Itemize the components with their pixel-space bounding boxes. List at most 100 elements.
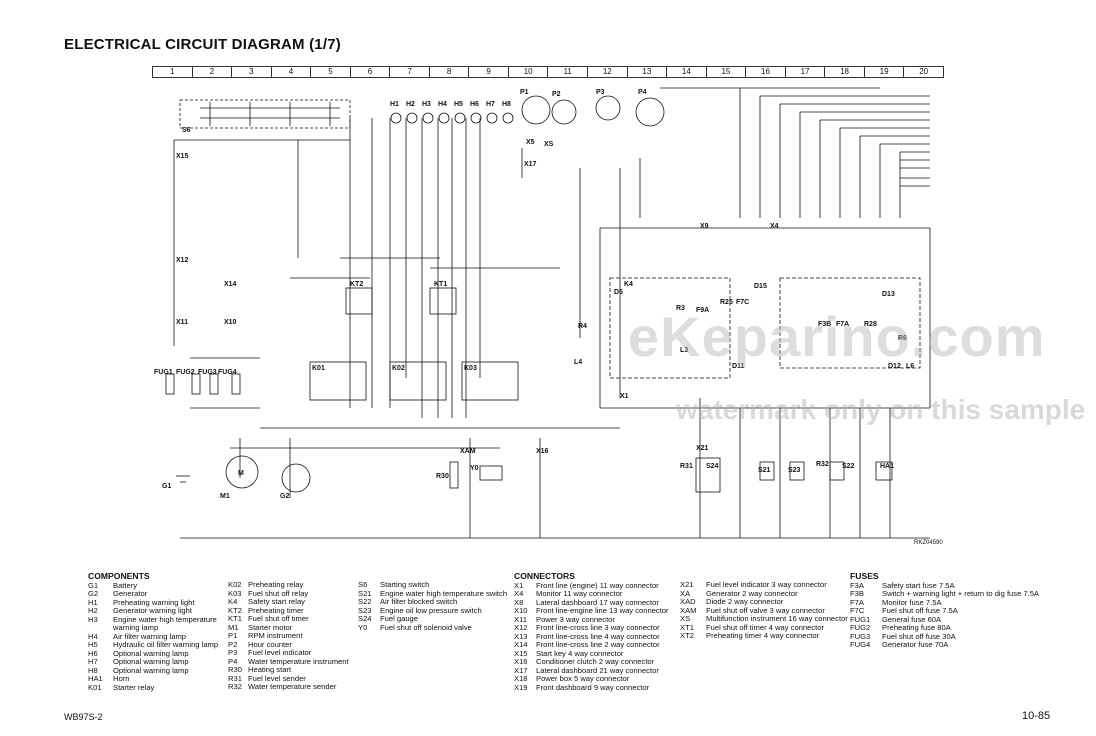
schematic-label-h3: H3 [422, 101, 431, 108]
legend-code: S22 [358, 597, 372, 606]
legend-description: Fuel level indicator 3 way connector [706, 580, 827, 589]
fuses-heading: FUSES [850, 571, 879, 581]
schematic-label-x21: X21 [696, 445, 709, 452]
components-heading: COMPONENTS [88, 571, 150, 581]
schematic-label-d13: D13 [882, 291, 895, 298]
ruler-cell: 5 [311, 67, 351, 77]
schematic-label-h4: H4 [438, 101, 447, 108]
legend-code: F7C [850, 606, 865, 615]
legend-description: Generator warning light [113, 606, 192, 615]
legend-code: H7 [88, 657, 98, 666]
legend-code: HA1 [88, 674, 103, 683]
legend-code: FUG4 [850, 640, 871, 649]
schematic-label-l3: L3 [680, 347, 688, 354]
schematic-label-h8: H8 [502, 101, 511, 108]
ruler-cell: 14 [667, 67, 707, 77]
legend-code: S21 [358, 588, 372, 598]
legend-code: X14 [514, 640, 528, 649]
monitor-board [609, 277, 921, 379]
legend-description: Power box 5 way connector [536, 674, 630, 683]
relays [309, 287, 519, 401]
legend-description: Water temperature sender [248, 682, 337, 691]
legend-code: X11 [514, 614, 527, 624]
legend-description: Lateral dashboard 21 way connector [536, 665, 659, 675]
legend-description: Front dashboard 9 way connector [536, 682, 650, 692]
schematic-label-s22: S22 [842, 463, 855, 470]
starter-motor-m1 [225, 455, 259, 489]
schematic-label-x9: X9 [700, 223, 709, 230]
legend-description: Battery [113, 580, 138, 590]
schematic-label-g1: G1 [162, 483, 171, 490]
schematic-label-f3b: F3B [818, 321, 831, 328]
warning-lamps [390, 112, 514, 124]
legend-description: RPM instrument [248, 631, 303, 640]
schematic-label-k02: K02 [392, 365, 405, 372]
legend-code: H5 [88, 640, 98, 649]
sensors [449, 457, 893, 493]
ruler-cell: 10 [509, 67, 549, 77]
legend-code: F3B [850, 589, 864, 598]
schematic-label-r28: R28 [864, 321, 877, 328]
legend-description: Generator fuse 70A [882, 640, 949, 649]
legend-code: FUG3 [850, 631, 871, 641]
schematic-label-k4: K4 [624, 281, 633, 288]
legend-description: Air filter warning lamp [113, 631, 187, 641]
schematic-label-d5: D5 [614, 289, 623, 296]
legend-code: K02 [228, 580, 242, 589]
legend-description: Monitor fuse 7.5A [882, 597, 942, 607]
fuse-block [165, 373, 241, 395]
schematic-label-x14: X14 [224, 281, 237, 288]
schematic-label-r30: R30 [436, 473, 449, 480]
legend-description: Fuel shut off timer 4 way connector [706, 622, 825, 632]
legend-description: Engine oil low pressure switch [380, 605, 482, 615]
legend-description: warning lamp [113, 623, 159, 632]
legend-description: Safety start fuse 7.5A [882, 580, 955, 590]
schematic-label-f9a: F9A [696, 307, 709, 314]
legend-description: Generator 2 way connector [706, 588, 798, 598]
schematic-label-x11: X11 [176, 319, 188, 326]
legend-description: Preheating fuse 80A [882, 623, 951, 632]
legend-description: General fuse 60A [882, 614, 942, 624]
schematic-label-h5: H5 [454, 101, 463, 108]
legend-description: Diode 2 way connector [706, 597, 784, 606]
schematic-label-h1: H1 [390, 101, 399, 108]
legend-code: X18 [514, 674, 528, 683]
watermark-subtitle: watermark only on this sample [676, 394, 1086, 425]
schematic-label-kt2: KT2 [350, 281, 363, 288]
schematic-label-p4: P4 [638, 89, 647, 96]
schematic-label-r4: R4 [578, 323, 587, 330]
schematic-label-ha1: HA1 [880, 463, 894, 470]
ruler-cell: 2 [193, 67, 233, 77]
legend-code: S6 [358, 580, 368, 589]
legend-code: H1 [88, 597, 98, 607]
legend-code: S24 [358, 614, 372, 623]
legend-description: Conditioner clutch 2 way connector [536, 657, 655, 666]
schematic-label-r3: R3 [676, 305, 685, 312]
schematic-label-fug1: FUG1 [154, 369, 173, 376]
